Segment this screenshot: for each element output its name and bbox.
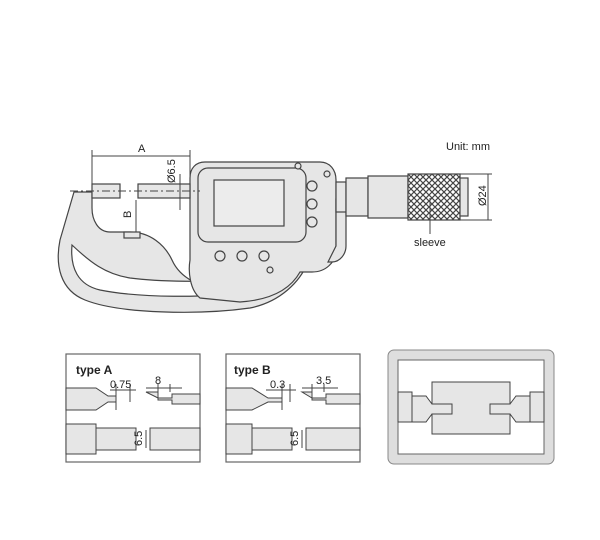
frame-tab bbox=[123, 231, 141, 239]
panel-type-b: type B 0.3 3.5 6.5 bbox=[225, 353, 361, 463]
unit-label: Unit: mm bbox=[446, 141, 490, 153]
panel-a-dim-dia: 6.5 bbox=[133, 431, 145, 446]
dimension-sleeve bbox=[460, 173, 492, 221]
button-small-2 bbox=[266, 266, 274, 274]
dim-sleeve-label: Ø24 bbox=[477, 185, 489, 206]
panel-b-dim-dia: 6.5 bbox=[289, 431, 301, 446]
lcd-screen bbox=[213, 179, 285, 227]
ratchet bbox=[459, 177, 469, 217]
dim-a-label: A bbox=[138, 143, 146, 155]
button-right-3 bbox=[306, 216, 318, 228]
panel-b-dim-tip: 0.3 bbox=[270, 379, 285, 391]
panel-b-dim-blade: 3.5 bbox=[316, 375, 331, 387]
button-right-1 bbox=[306, 180, 318, 192]
dim-spindle-label: Ø6.5 bbox=[166, 159, 178, 183]
button-bottom-1 bbox=[214, 250, 226, 262]
thimble bbox=[407, 173, 461, 221]
dim-b-label: B bbox=[122, 211, 134, 218]
button-small bbox=[323, 170, 331, 178]
panel-a-title: type A bbox=[76, 363, 113, 377]
micrometer bbox=[57, 161, 469, 313]
panel-blade-detail bbox=[387, 349, 555, 465]
sleeve bbox=[367, 175, 409, 219]
barrel-collar bbox=[335, 181, 347, 213]
button-bottom-2 bbox=[236, 250, 248, 262]
sleeve-label: sleeve bbox=[414, 237, 446, 249]
panel-b-title: type B bbox=[234, 363, 271, 377]
panel-a-dim-blade: 8 bbox=[155, 375, 161, 387]
button-top bbox=[294, 162, 302, 170]
button-right-2 bbox=[306, 198, 318, 210]
button-bottom-3 bbox=[258, 250, 270, 262]
barrel-ring bbox=[345, 177, 369, 217]
panel-type-a: type A 0.75 8 6.5 bbox=[65, 353, 201, 463]
lock-lever bbox=[327, 198, 347, 263]
dimension-spindle bbox=[176, 174, 184, 210]
panel-a-dim-tip: 0.75 bbox=[110, 379, 131, 391]
dimension-a bbox=[91, 150, 191, 184]
